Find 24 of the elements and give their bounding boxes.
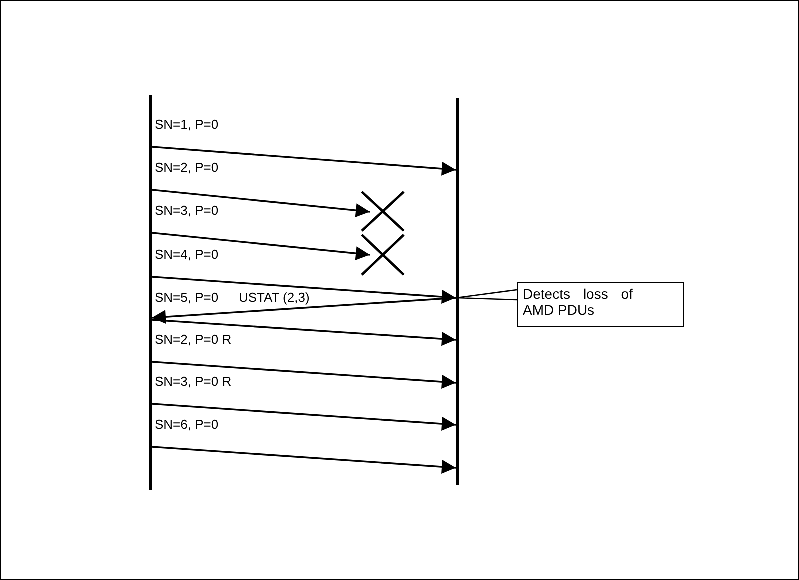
lifeline <box>456 98 459 485</box>
message-arrow <box>152 403 456 432</box>
message-arrow <box>152 189 370 218</box>
message-arrow <box>152 232 370 261</box>
message-arrow <box>152 297 456 324</box>
loss-cross-mark <box>360 190 406 233</box>
message-label: SN=2, P=0 <box>154 160 220 175</box>
message-label: SN=3, P=0 <box>154 203 220 218</box>
message-label: SN=2, P=0 R <box>154 332 233 347</box>
message-label: SN=4, P=0 <box>154 247 220 262</box>
message-label: USTAT (2,3) <box>238 290 311 305</box>
message-arrow <box>152 319 456 346</box>
leader-line <box>456 289 518 301</box>
message-arrow <box>152 146 456 176</box>
message-arrow <box>152 361 456 390</box>
message-label: SN=3, P=0 R <box>154 374 233 389</box>
loss-cross-mark <box>360 233 406 277</box>
message-label: SN=1, P=0 <box>154 117 220 132</box>
message-arrow <box>152 446 456 474</box>
message-label: SN=6, P=0 <box>154 417 220 432</box>
lifeline <box>149 95 152 490</box>
message-label: SN=5, P=0 <box>154 290 220 305</box>
callout-box: Detects loss of AMD PDUs <box>517 282 684 327</box>
message-arrow <box>152 276 456 304</box>
